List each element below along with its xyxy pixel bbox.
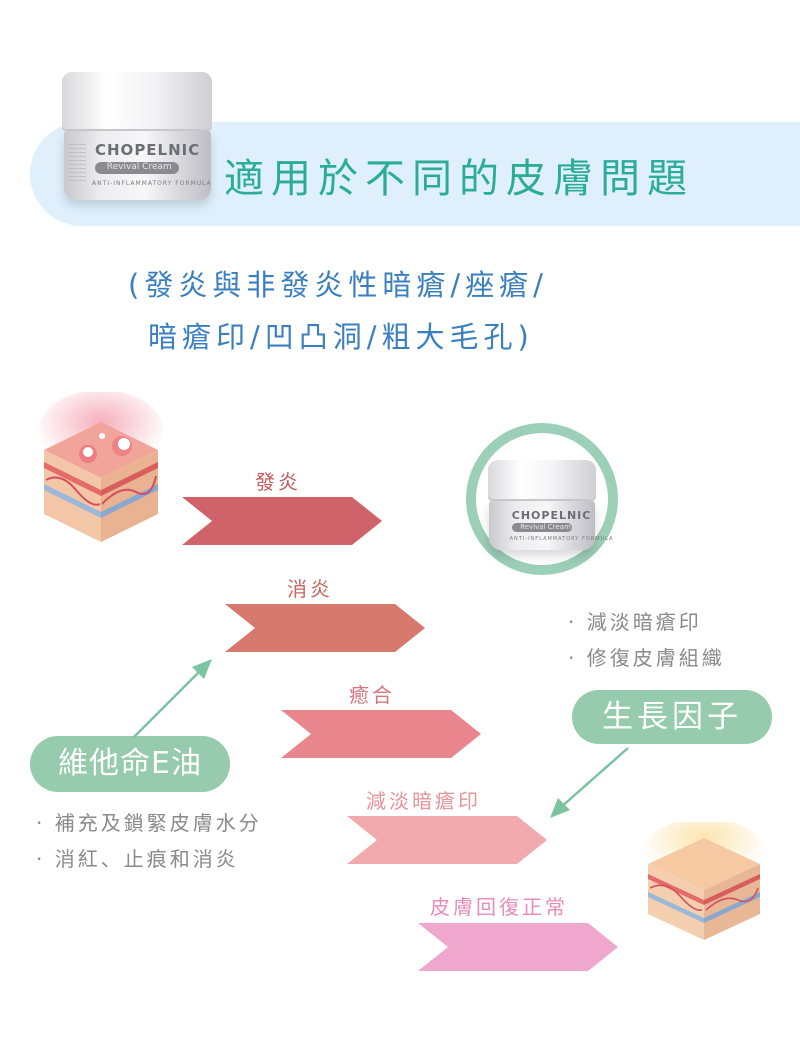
page-title: 適用於不同的皮膚問題 (224, 156, 694, 202)
subtitle-line-2: 暗瘡印/凹凸洞/粗大毛孔) (148, 320, 534, 354)
growth-factor-bullets: · 減淡暗瘡印 · 修復皮膚組織 (568, 604, 725, 676)
stage-label-healing: 癒合 (349, 683, 395, 707)
healthy-skin-illustration (644, 822, 764, 940)
jar-name: Revival Cream (106, 161, 172, 172)
vitamin-arrow (133, 659, 212, 738)
jar-formula: ANTI-INFLAMMATORY FORMULA (92, 179, 212, 187)
jar-formula: ANTI-INFLAMMATORY FORMULA (509, 535, 614, 542)
stage-label-anti-inflammation: 消炎 (287, 577, 333, 601)
stage-label-fade-marks: 減淡暗瘡印 (366, 789, 481, 813)
stage-chevron-2 (225, 604, 425, 652)
inflamed-skin-illustration (39, 392, 163, 542)
stage-label-skin-normal: 皮膚回復正常 (430, 895, 568, 919)
vitamin-bullet-1: · 補充及鎖緊皮膚水分 (36, 811, 262, 835)
growth-factor-arrow (550, 747, 629, 818)
stage-chevron-3 (281, 710, 481, 758)
jar-lid (488, 460, 596, 502)
jar-lid (62, 72, 212, 131)
product-jar-image-small: CHOPELNIC Revival Cream ANTI-INFLAMMATOR… (488, 460, 613, 550)
stage-label-inflammation: 發炎 (255, 470, 301, 494)
stage-chevron-1 (182, 497, 382, 545)
vitamin-e-bullets: · 補充及鎖緊皮膚水分 · 消紅、止痕和消炎 (36, 805, 262, 877)
growth-bullet-1: · 減淡暗瘡印 (568, 610, 702, 634)
growth-factor-badge: 生長因子 (572, 690, 772, 744)
jar-name: Revival Cream (520, 523, 571, 531)
jar-name-pill: Revival Cream (95, 161, 179, 175)
growth-bullet-2: · 修復皮膚組織 (568, 646, 725, 670)
product-jar-image: CHOPELNIC Revival Cream ANTI-INFLAMMATOR… (62, 72, 212, 200)
jar-label-text-lines (66, 143, 86, 183)
vitamin-bullet-2: · 消紅、止痕和消炎 (36, 847, 239, 871)
jar-brand: CHOPELNIC (511, 508, 592, 522)
subtitle-line-1: (發炎與非發炎性暗瘡/痤瘡/ (128, 268, 548, 302)
jar-brand: CHOPELNIC (95, 141, 201, 160)
stage-chevron-4 (347, 816, 547, 864)
stage-chevron-5 (418, 923, 618, 971)
jar-name-pill: Revival Cream (511, 523, 573, 532)
vitamin-e-badge: 維他命E油 (30, 736, 230, 792)
